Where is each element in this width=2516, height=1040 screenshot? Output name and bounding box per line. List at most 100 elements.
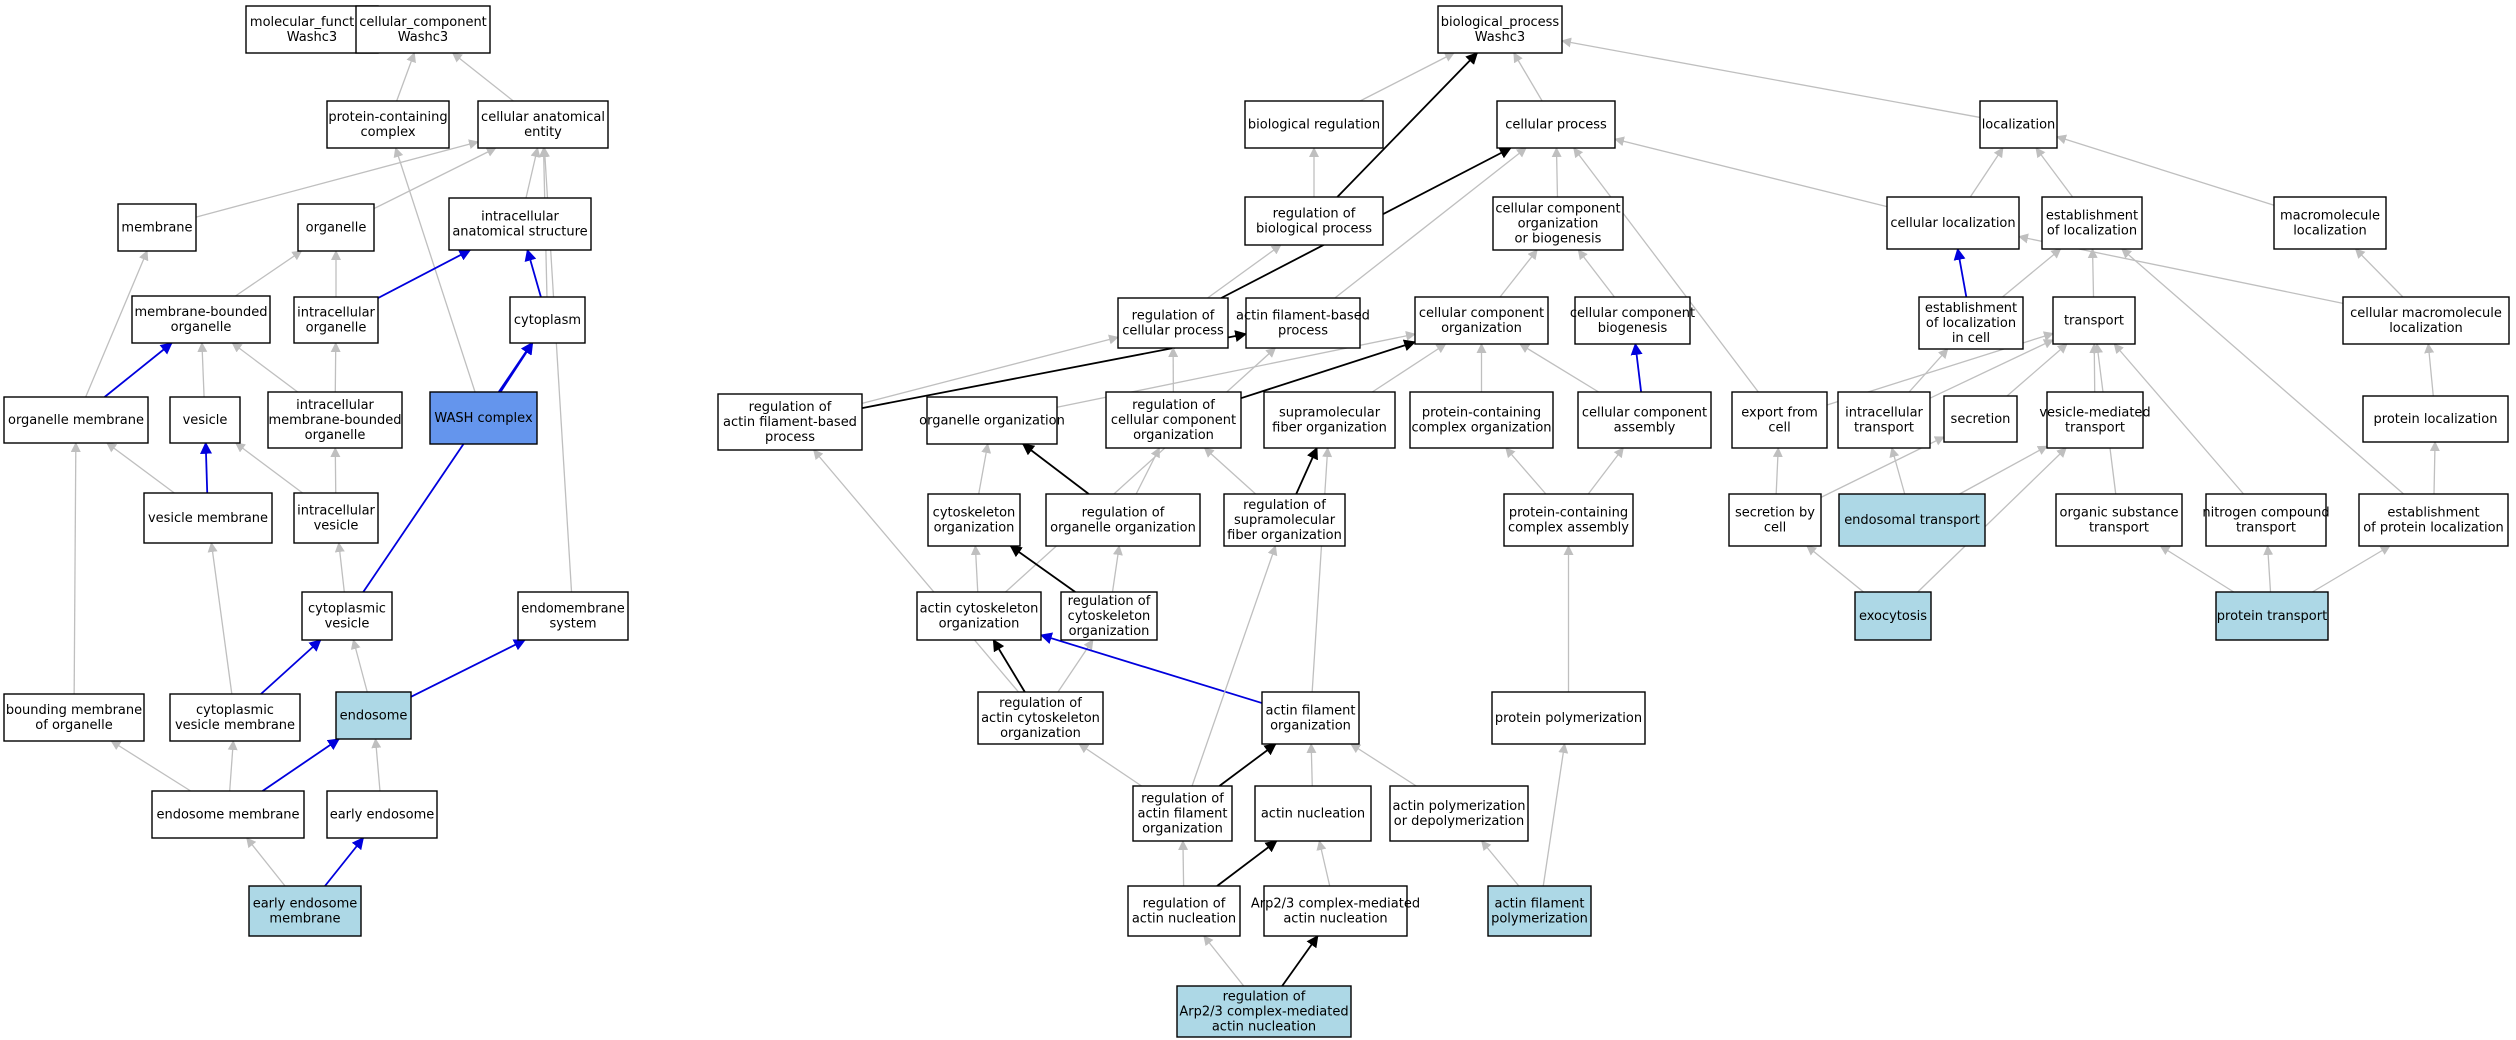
node-endosome[interactable]: endosome	[335, 691, 412, 740]
node-transport[interactable]: transport	[2052, 296, 2136, 345]
node-om[interactable]: organelle membrane	[3, 396, 149, 444]
edge-afo-to-sfo	[1311, 447, 1333, 693]
node-box	[2052, 296, 2136, 345]
node-label: biological process	[1256, 222, 1372, 237]
edge-elic-to-cloc	[1953, 247, 1968, 298]
node-label: regulation of	[1141, 792, 1224, 807]
node-label: cellular process	[1122, 324, 1224, 339]
node-label: Washc3	[287, 30, 337, 45]
node-box	[1487, 885, 1592, 937]
node-box	[2046, 391, 2144, 449]
node-box	[335, 691, 412, 740]
node-exo[interactable]: exocytosis	[1854, 591, 1932, 641]
node-label: protein localization	[2374, 412, 2498, 427]
node-box	[517, 591, 629, 641]
node-wash[interactable]: WASH complex	[429, 391, 538, 445]
node-label: polymerization	[1491, 912, 1588, 927]
node-pt[interactable]: protein transport	[2215, 591, 2329, 641]
node-box	[1132, 785, 1233, 842]
edge-et-to-vmt	[1959, 445, 2048, 495]
node-loc[interactable]: localization	[1979, 100, 2058, 149]
edge-vm-to-om	[106, 442, 175, 494]
node-ploc[interactable]: protein localization	[2362, 395, 2509, 443]
node-cloc[interactable]: cellular localization	[1886, 196, 2020, 250]
node-label: Arp2/3 complex-mediated	[1251, 897, 1420, 912]
node-oo[interactable]: organelle organization	[919, 396, 1065, 445]
node-ee[interactable]: early endosome	[326, 790, 438, 839]
node-membrane[interactable]: membrane	[117, 203, 197, 252]
node-label: protein-containing	[328, 110, 447, 125]
node-secretion[interactable]: secretion	[1943, 395, 2018, 443]
node-an[interactable]: actin nucleation	[1254, 785, 1372, 842]
edge-rsfo-to-rcco	[1203, 447, 1257, 495]
edge-rcco-to-cco	[1240, 339, 1417, 400]
node-cp[interactable]: cellular process	[1496, 100, 1616, 149]
node-vesicle[interactable]: vesicle	[169, 396, 241, 444]
node-em[interactable]: endosome membrane	[151, 790, 305, 839]
edge-rarp-to-ran	[1203, 935, 1245, 987]
node-breg[interactable]: biological regulation	[1244, 100, 1384, 149]
edge-rafo-to-afo	[1218, 743, 1277, 787]
node-label: actin polymerization	[1392, 799, 1525, 814]
edge-ias-to-cae	[525, 147, 541, 199]
node-label: organelle organization	[919, 414, 1065, 429]
node-organelle[interactable]: organelle	[297, 203, 375, 252]
node-vm[interactable]: vesicle membrane	[143, 492, 273, 544]
node-pp[interactable]: protein polymerization	[1491, 691, 1646, 745]
node-et[interactable]: endosomal transport	[1838, 493, 1986, 547]
node-label: vesicle	[183, 413, 228, 428]
node-label: nitrogen compound	[2202, 506, 2329, 521]
node-cytoplasm[interactable]: cytoplasm	[509, 296, 586, 344]
